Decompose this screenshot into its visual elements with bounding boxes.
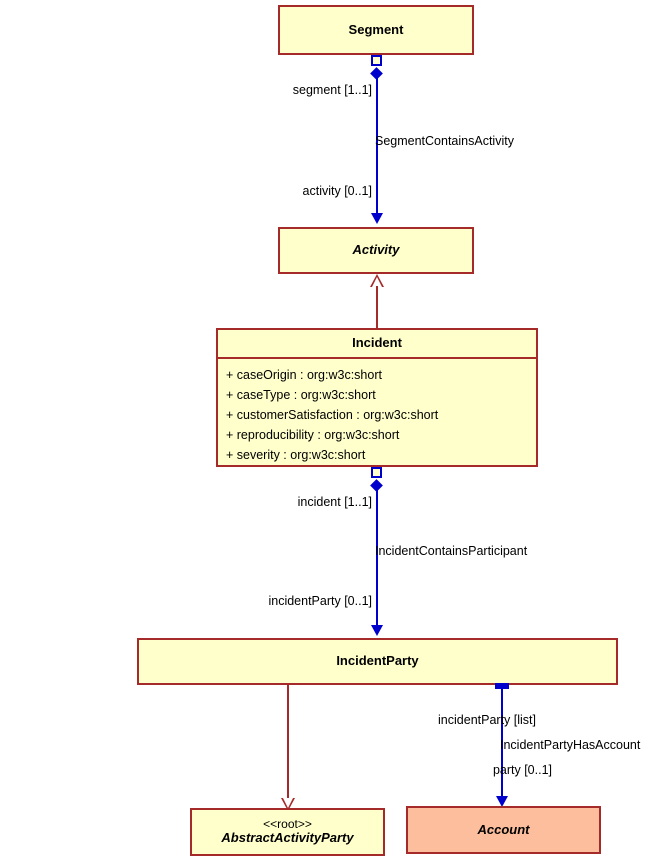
class-header-abstractactivityparty: <<root>> AbstractActivityParty — [192, 810, 383, 854]
arrow-head-segment-activity — [371, 213, 383, 224]
class-name-incidentparty: IncidentParty — [336, 653, 419, 669]
attribute-compartment-incident: + caseOrigin : org:w3c:short + caseType … — [218, 359, 536, 473]
edge-label-incident-party-has-account-name: IncidentPartyHasAccount — [500, 738, 641, 752]
attribute-row: + customerSatisfaction : org:w3c:short — [226, 407, 439, 422]
edge-label-incident-source-role: incident [1..1] — [297, 495, 372, 509]
class-box-abstractactivityparty[interactable]: <<root>> AbstractActivityParty — [190, 808, 385, 856]
edge-label-segment-source-role: segment [1..1] — [292, 83, 372, 97]
class-name-account: Account — [477, 821, 530, 837]
attribute-row: + reproducibility : org:w3c:short — [226, 427, 400, 442]
edge-label-incident-contains-participant-name: IncidentContainsParticipant — [375, 544, 528, 558]
class-name-incident: Incident — [352, 335, 402, 350]
class-box-incident[interactable]: Incident + caseOrigin : org:w3c:short + … — [216, 328, 538, 467]
generalization-line-incidentparty-abstractactivityparty — [287, 685, 289, 801]
attribute-row: + caseType : org:w3c:short — [226, 387, 376, 402]
generalization-line-incident-activity — [376, 286, 378, 328]
class-header-incidentparty: IncidentParty — [139, 640, 616, 683]
class-name-segment: Segment — [348, 21, 404, 37]
class-stereotype-abstractactivityparty: <<root>> — [263, 816, 312, 831]
association-line-incidentparty-account — [501, 687, 503, 802]
edge-label-segment-contains-activity-name: SegmentContainsActivity — [375, 134, 514, 148]
association-line-segment-activity — [376, 73, 378, 220]
class-box-account[interactable]: Account — [406, 806, 601, 854]
attribute-row: + severity : org:w3c:short — [226, 447, 366, 462]
class-header-incident: Incident — [218, 330, 536, 359]
generalization-arrow-incident-activity — [370, 274, 384, 287]
edge-label-segment-target-role: activity [0..1] — [302, 184, 372, 198]
class-box-activity[interactable]: Activity — [278, 227, 474, 274]
class-box-incidentparty[interactable]: IncidentParty — [137, 638, 618, 685]
edge-label-incident-target-role: incidentParty [0..1] — [268, 594, 372, 608]
class-box-segment[interactable]: Segment — [278, 5, 474, 55]
edge-label-account-target-role: party [0..1] — [492, 763, 552, 777]
association-port-incidentparty-account — [495, 683, 509, 689]
class-header-activity: Activity — [280, 229, 472, 272]
class-header-account: Account — [408, 808, 599, 852]
class-name-activity: Activity — [352, 242, 400, 258]
attribute-row: + caseOrigin : org:w3c:short — [226, 367, 382, 382]
composition-port-incident-incidentparty — [371, 467, 382, 478]
class-name-abstractactivityparty: AbstractActivityParty — [221, 830, 354, 846]
class-header-segment: Segment — [280, 7, 472, 53]
arrow-head-incidentparty-account — [496, 796, 508, 807]
association-line-incident-incidentparty — [376, 485, 378, 631]
arrow-head-incident-incidentparty — [371, 625, 383, 636]
edge-label-account-source-role: incidentParty [list] — [438, 713, 536, 727]
composition-port-segment-activity — [371, 55, 382, 66]
